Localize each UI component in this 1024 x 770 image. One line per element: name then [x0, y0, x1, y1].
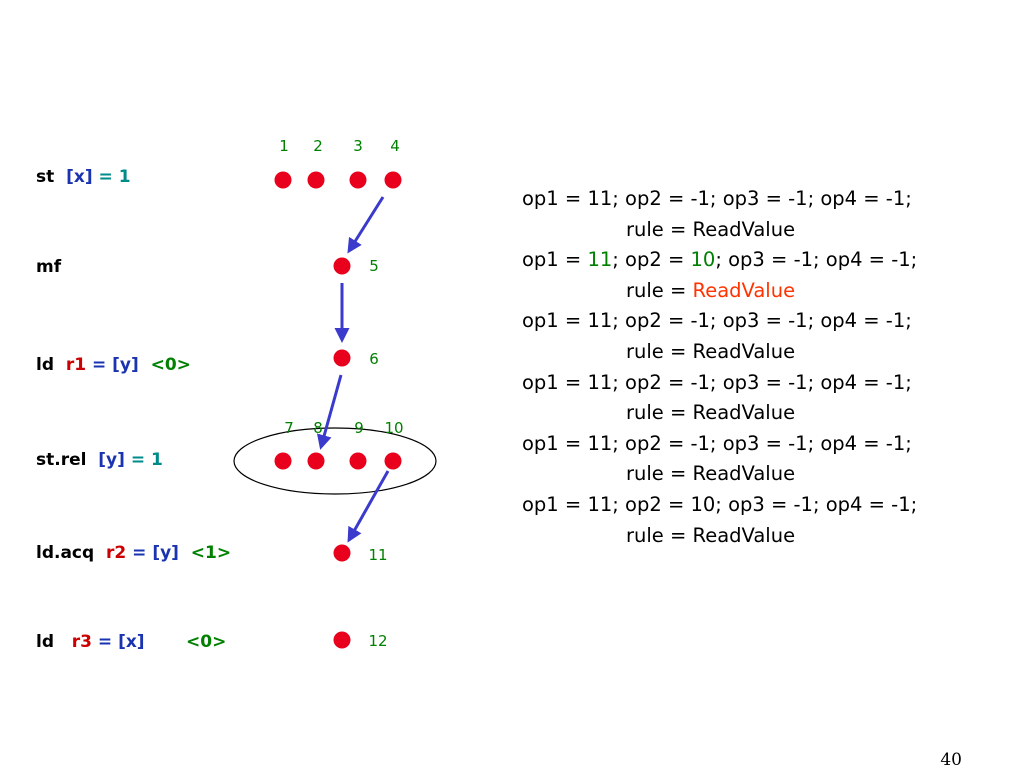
highlighted-value: 11 [587, 248, 613, 272]
node-9 [349, 452, 367, 470]
node-label-4: 4 [390, 137, 400, 155]
rule-item-6: op1 = 11; op2 = 10; op3 = -1; op4 = -1; … [522, 490, 1002, 551]
instruction-token: = [x] [91, 632, 186, 652]
instruction-mf: mf [36, 257, 61, 277]
rule-text: rule = ReadValue [626, 462, 796, 486]
instruction-token: ld.acq [36, 543, 107, 563]
rule-name-line: rule = ReadValue [522, 215, 1002, 246]
rule-item-2: op1 = 11; op2 = 10; op3 = -1; op4 = -1; … [522, 245, 1002, 306]
instruction-token: r3 [71, 632, 92, 652]
rule-text: rule = ReadValue [626, 401, 796, 425]
instruction-ld-r1: ld r1 = [y] <0> [36, 355, 191, 375]
node-label-6: 6 [369, 350, 379, 368]
instruction-token: <0> [186, 632, 227, 652]
node-5 [333, 257, 351, 275]
instruction-token: <0> [150, 355, 191, 375]
node-label-2: 2 [313, 137, 323, 155]
instruction-token: = 1 [92, 167, 131, 187]
rule-text: rule = ReadValue [626, 217, 796, 241]
instruction-token: = 1 [124, 450, 163, 470]
instruction-token: mf [36, 257, 62, 277]
instruction-token: ld [36, 632, 72, 652]
instruction-token: <1> [190, 543, 232, 563]
node-label-10: 10 [384, 419, 403, 437]
node-6 [333, 349, 351, 367]
node-12 [333, 631, 351, 649]
st-rel-group-ellipse [233, 427, 437, 495]
instruction-token: [y] [98, 450, 125, 470]
rule-text: rule = ReadValue [626, 339, 796, 363]
instruction-ld-acq: ld.acq r2 = [y] <1> [36, 543, 231, 563]
instruction-token: st.rel [36, 450, 99, 470]
node-1 [274, 171, 292, 189]
rule-name-line: rule = ReadValue [522, 521, 1002, 552]
rule-name-line: rule = ReadValue [522, 459, 1002, 490]
rule-text: rule = ReadValue [626, 523, 796, 547]
edge-6-to-8 [316, 374, 343, 450]
rule-ops-line: op1 = 11; op2 = -1; op3 = -1; op4 = -1; [522, 429, 1002, 460]
node-4 [384, 171, 402, 189]
instruction-token: r2 [106, 543, 127, 563]
rule-item-1: op1 = 11; op2 = -1; op3 = -1; op4 = -1; … [522, 184, 1002, 245]
node-label-7: 7 [284, 419, 294, 437]
rule-name-line: rule = ReadValue [522, 398, 1002, 429]
rule-text: rule = [626, 278, 693, 302]
instruction-token: r1 [65, 355, 87, 375]
highlighted-value: ReadValue [692, 278, 796, 302]
rule-name-line: rule = ReadValue [522, 337, 1002, 368]
node-label-9: 9 [354, 419, 364, 437]
instruction-ld-r3: ld r3 = [x] <0> [36, 632, 226, 652]
node-label-3: 3 [353, 137, 363, 155]
rule-ops-line: op1 = 11; op2 = 10; op3 = -1; op4 = -1; [522, 490, 1002, 521]
node-3 [349, 171, 367, 189]
edge-4-to-5 [347, 196, 385, 254]
node-label-8: 8 [313, 419, 323, 437]
rule-list: op1 = 11; op2 = -1; op3 = -1; op4 = -1; … [522, 184, 1002, 551]
rule-text: ; op2 = [612, 248, 691, 272]
rule-text: op1 = 11; op2 = -1; op3 = -1; op4 = -1; [522, 431, 912, 455]
rule-text: ; op3 = -1; op4 = -1; [715, 248, 918, 272]
instruction-token: [x] [66, 167, 93, 187]
node-label-11: 11 [368, 546, 387, 564]
node-7 [274, 452, 292, 470]
instruction-token: = [y] [86, 355, 151, 375]
rule-ops-line: op1 = 11; op2 = -1; op3 = -1; op4 = -1; [522, 306, 1002, 337]
instruction-token: = [y] [126, 543, 191, 563]
node-2 [307, 171, 325, 189]
rule-ops-line: op1 = 11; op2 = 10; op3 = -1; op4 = -1; [522, 245, 1002, 276]
instruction-st-x: st [x] = 1 [36, 167, 131, 187]
rule-text: op1 = 11; op2 = -1; op3 = -1; op4 = -1; [522, 187, 912, 210]
node-10 [384, 452, 402, 470]
instruction-st-rel: st.rel [y] = 1 [36, 450, 163, 470]
instruction-token: st [36, 167, 67, 187]
rule-text: op1 = 11; op2 = -1; op3 = -1; op4 = -1; [522, 370, 912, 394]
edge-10-to-11 [347, 470, 390, 543]
instruction-token: ld [36, 355, 66, 375]
node-11 [333, 544, 351, 562]
rule-item-3: op1 = 11; op2 = -1; op3 = -1; op4 = -1; … [522, 306, 1002, 367]
rule-text: op1 = [522, 248, 588, 272]
rule-name-line: rule = ReadValue [522, 276, 1002, 307]
page-number: 40 [940, 750, 962, 770]
node-8 [307, 452, 325, 470]
rule-text: op1 = 11; op2 = -1; op3 = -1; op4 = -1; [522, 309, 912, 333]
node-label-12: 12 [368, 632, 387, 650]
node-label-5: 5 [369, 257, 379, 275]
rule-item-4: op1 = 11; op2 = -1; op3 = -1; op4 = -1; … [522, 368, 1002, 429]
highlighted-value: 10 [690, 248, 716, 272]
node-label-1: 1 [279, 137, 289, 155]
rule-ops-line: op1 = 11; op2 = -1; op3 = -1; op4 = -1; [522, 368, 1002, 399]
rule-ops-line: op1 = 11; op2 = -1; op3 = -1; op4 = -1; [522, 184, 1002, 215]
rule-text: op1 = 11; op2 = 10; op3 = -1; op4 = -1; [522, 492, 918, 516]
rule-item-5: op1 = 11; op2 = -1; op3 = -1; op4 = -1; … [522, 429, 1002, 490]
